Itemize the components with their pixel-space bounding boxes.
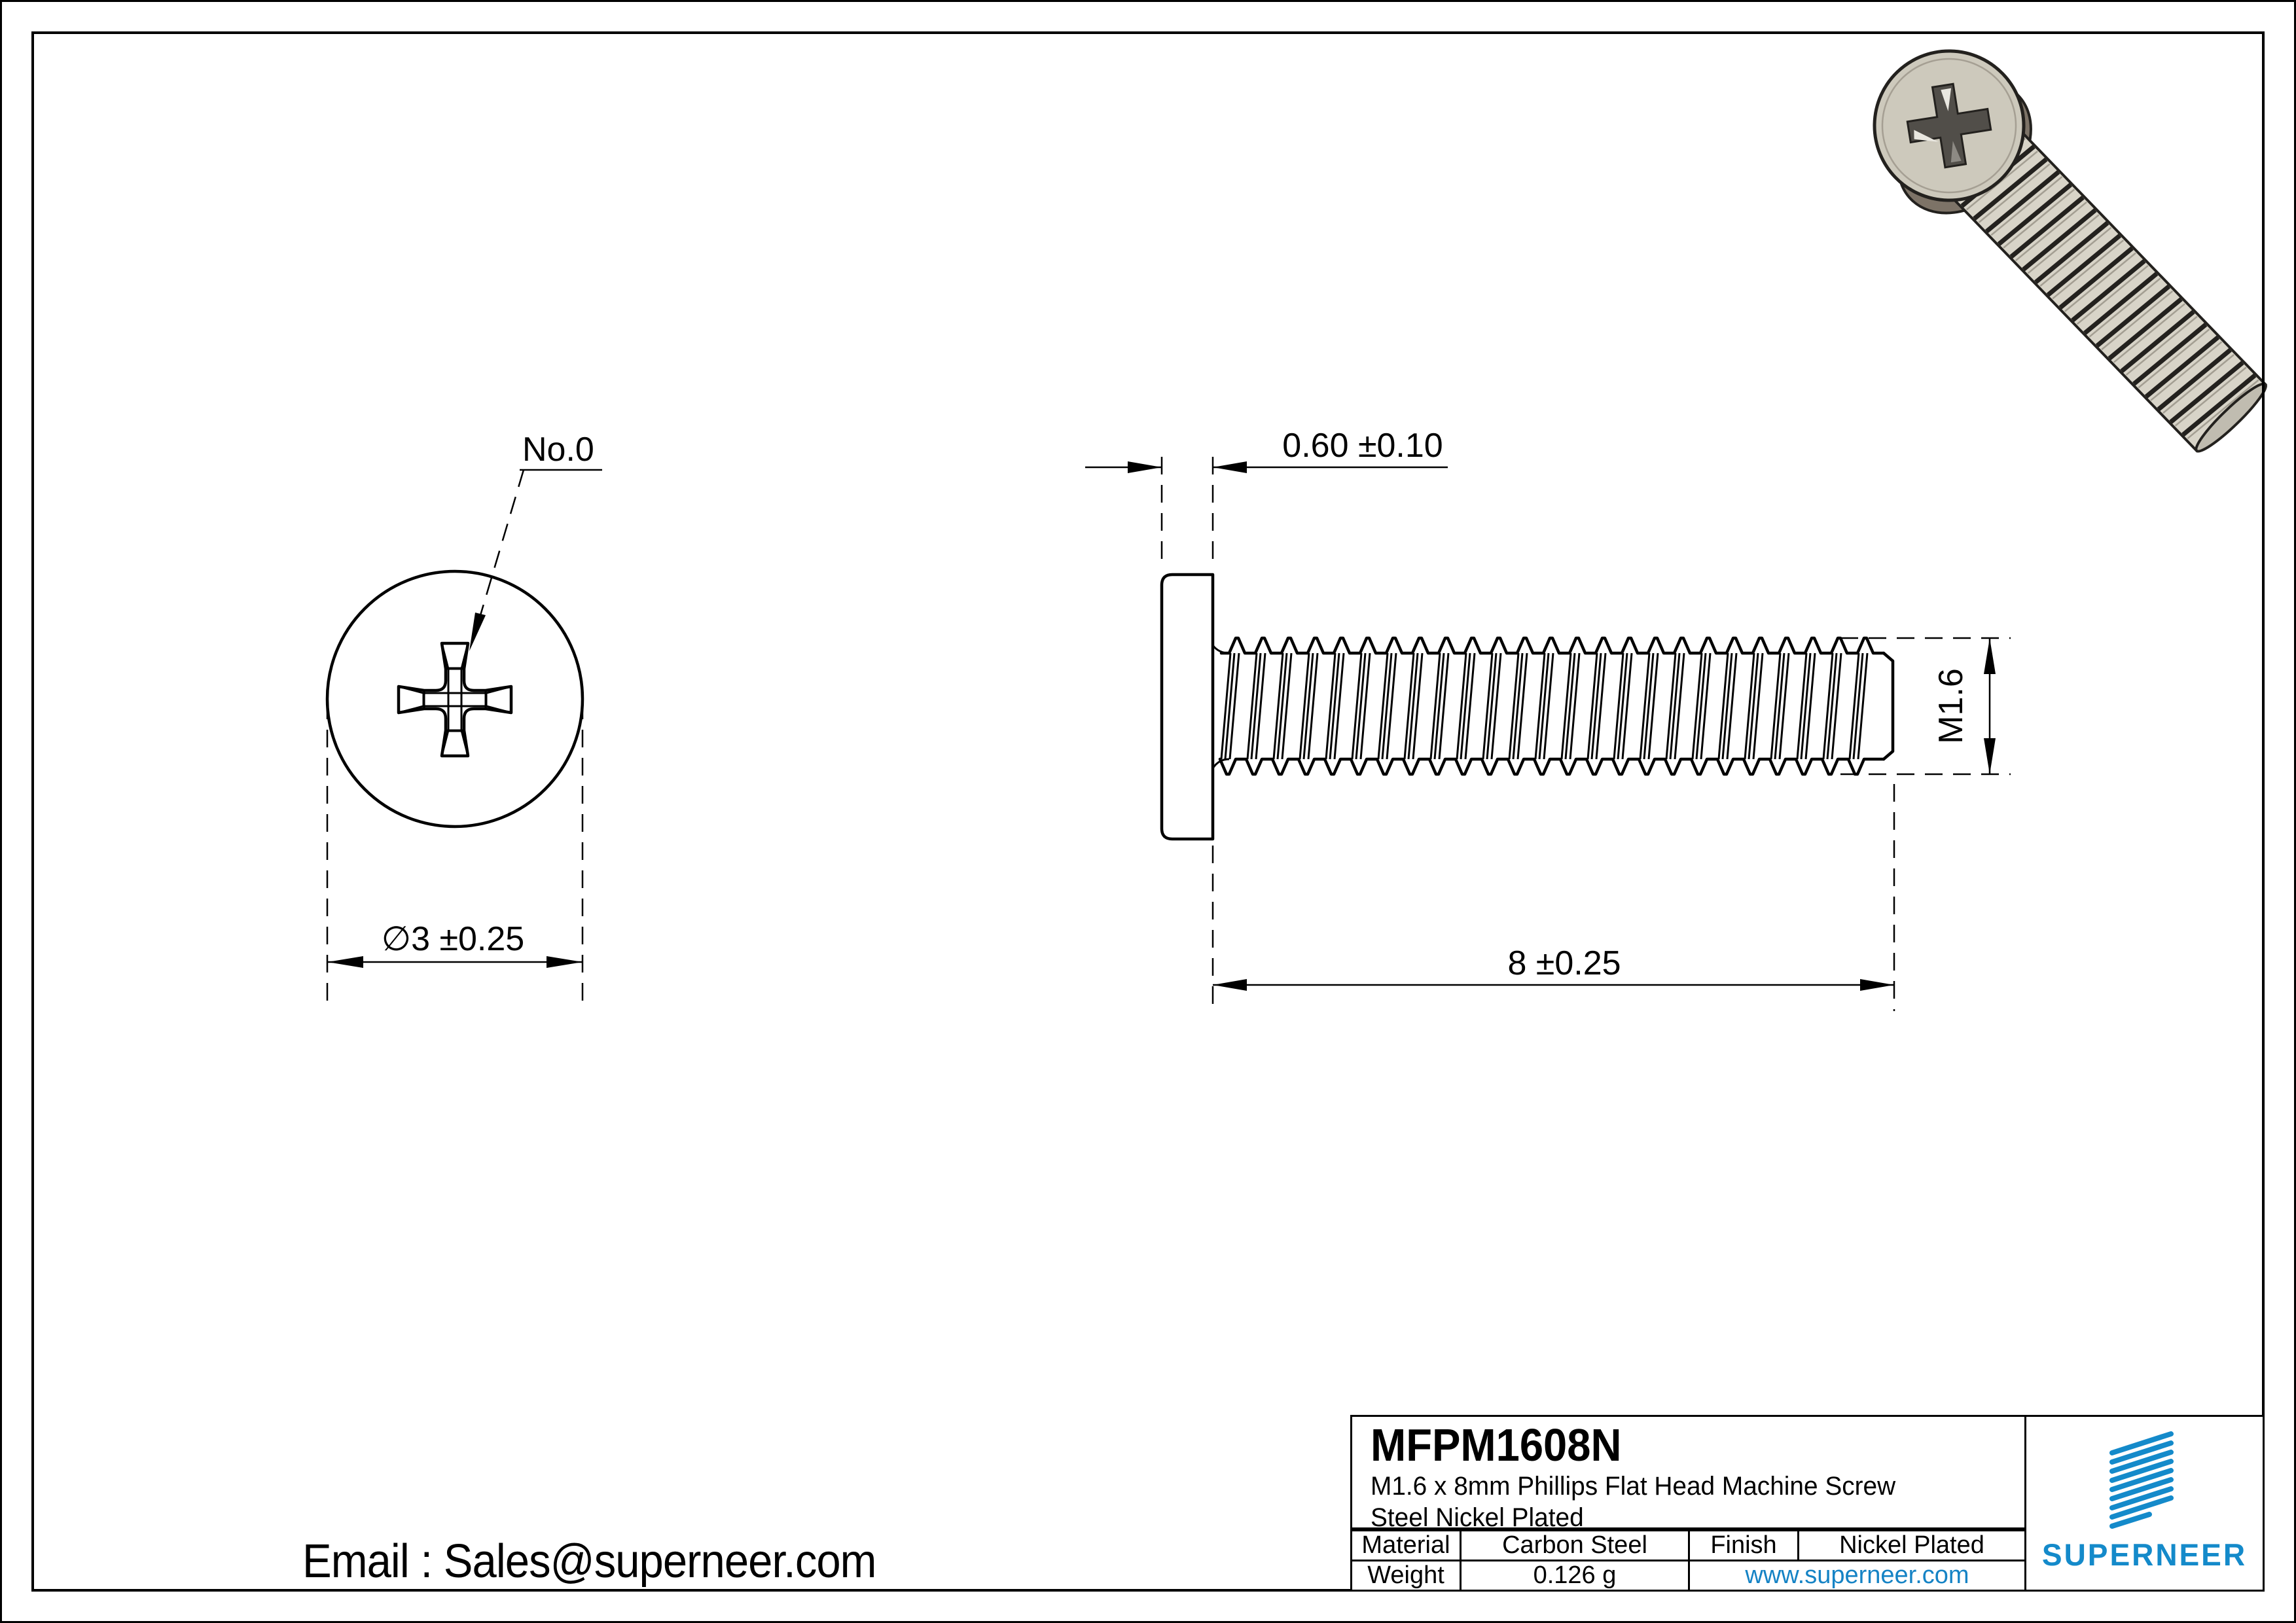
thread-bottom-profile xyxy=(1218,757,1886,776)
length-dimension: 8 ±0.25 xyxy=(1211,784,1895,1011)
phillips-cross-inner-horizontal xyxy=(422,692,488,707)
brand-name: SUPERNEER xyxy=(2041,1537,2248,1572)
dimension-arrowhead xyxy=(1984,738,1996,774)
head-thickness-dimension: 0.60 ±0.10 xyxy=(1085,427,1448,568)
head-thickness-text: 0.60 ±0.10 xyxy=(1282,427,1443,465)
part-description-line2: Steel Nickel Plated xyxy=(1371,1503,1584,1532)
weight-label-cell: Weight xyxy=(1352,1560,1462,1590)
length-dimension-text: 8 ±0.25 xyxy=(1507,944,1621,982)
title-block-description-section: MFPM1608N M1.6 x 8mm Phillips Flat Head … xyxy=(1352,1417,2024,1532)
weight-value-cell: 0.126 g xyxy=(1462,1560,1690,1590)
page-inner-border xyxy=(31,31,2265,1592)
material-label-cell: Material xyxy=(1352,1529,1462,1560)
dimension-arrowhead xyxy=(1128,461,1162,473)
diagonal-stripes-logo-icon xyxy=(2109,1431,2174,1529)
dimension-arrowhead xyxy=(1213,461,1247,473)
thread-end-cap xyxy=(1882,651,1895,761)
leader-arrowhead xyxy=(469,613,486,651)
thread-top-profile xyxy=(1219,636,1886,655)
head-face-ring xyxy=(1881,58,2017,194)
website-link: www.superneer.com xyxy=(1690,1560,2024,1590)
finish-value-cell: Nickel Plated xyxy=(1799,1529,2024,1560)
dimension-arrowhead xyxy=(327,956,363,968)
phillips-recess-3d xyxy=(1906,82,1992,169)
diameter-dimension: ∅3 ±0.25 xyxy=(326,702,584,1003)
dimension-arrowhead xyxy=(1213,979,1247,991)
part-number: MFPM1608N xyxy=(1371,1419,1622,1471)
diameter-dimension-text: ∅3 ±0.25 xyxy=(382,920,524,958)
thread-diameter-dimension: M1.6 xyxy=(1840,637,2011,776)
brand-logo-cell: SUPERNEER xyxy=(2024,1417,2263,1590)
thread-flank-lines xyxy=(1220,652,1869,760)
dimension-arrowhead xyxy=(1860,979,1894,991)
shank-tip xyxy=(2195,382,2267,453)
phillips-cross-inner-vertical xyxy=(447,667,463,732)
title-block: MFPM1608N M1.6 x 8mm Phillips Flat Head … xyxy=(1350,1415,2265,1592)
recess-leader: No.0 xyxy=(469,431,602,651)
leader-dashed-line xyxy=(479,469,525,616)
finish-label-cell: Finish xyxy=(1690,1529,1799,1560)
screw-head-side xyxy=(1160,573,1215,841)
recess-size-label: No.0 xyxy=(522,431,594,469)
dimension-arrowhead xyxy=(547,956,583,968)
screw-head-circle xyxy=(325,569,584,829)
screw-3d-render xyxy=(1873,49,2268,453)
material-value-cell: Carbon Steel xyxy=(1462,1529,1690,1560)
part-description-line1: M1.6 x 8mm Phillips Flat Head Machine Sc… xyxy=(1371,1471,1896,1501)
side-view: 0.60 ±0.10 M1.6 8 ±0.25 xyxy=(1085,427,2011,1011)
front-view: No.0 ∅3 ±0.25 xyxy=(325,431,602,1003)
thread-diameter-text: M1.6 xyxy=(1932,668,1970,744)
email-text: Email : Sales@superneer.com xyxy=(302,1535,876,1588)
dimension-arrowhead xyxy=(1984,638,1996,674)
